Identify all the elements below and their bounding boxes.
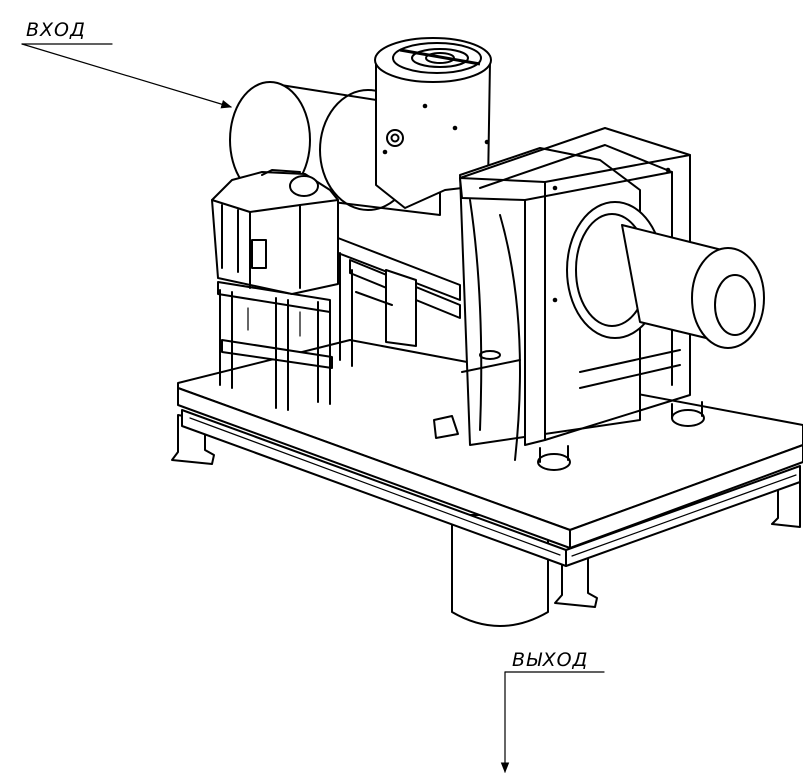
gear-motor-unit <box>211 169 339 295</box>
vertical-cylinder <box>374 37 492 209</box>
vibration-mounts <box>433 401 705 471</box>
inlet-callout: ВХОД <box>21 19 233 109</box>
inlet-arrow <box>21 43 233 109</box>
outlet-label: ВЫХОД <box>512 649 588 671</box>
inlet-label: ВХОД <box>26 19 86 41</box>
drum-stand <box>337 237 461 367</box>
outlet-callout: ВЫХОД <box>500 649 605 774</box>
fan-motor <box>566 201 765 349</box>
left-stand <box>217 281 333 411</box>
